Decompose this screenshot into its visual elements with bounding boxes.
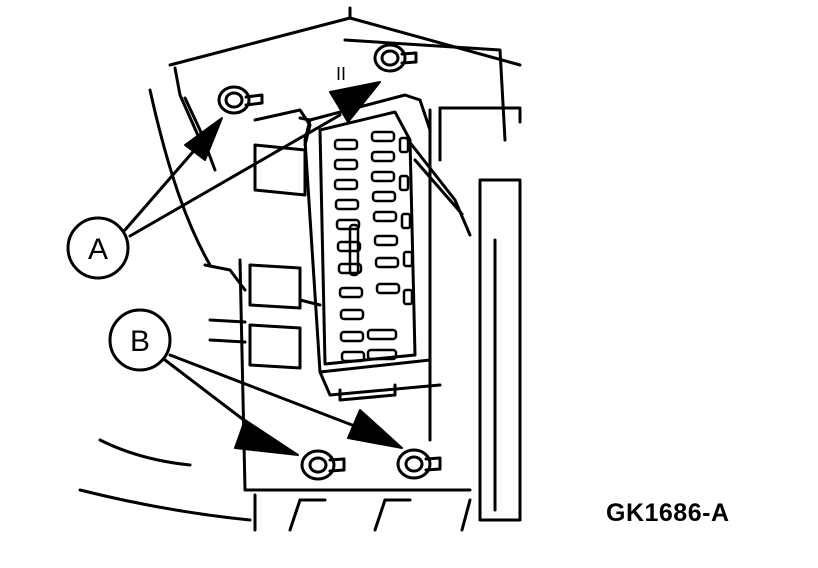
mounting-nut-upper-left (217, 85, 264, 115)
top-mark: II (336, 64, 346, 84)
arrowhead-a-1 (184, 117, 223, 161)
mounting-nut-lower-left (300, 449, 346, 481)
arrowhead-a-2 (329, 81, 381, 123)
callout-b: B (108, 308, 172, 372)
lower-bracket (78, 438, 472, 532)
arrowhead-b-2 (347, 409, 403, 449)
mounting-nut-upper-right (373, 43, 418, 73)
callout-b-label: B (130, 325, 150, 358)
leader-lines-a (123, 113, 342, 238)
callout-a-label: A (88, 233, 108, 266)
mounting-panel (148, 6, 522, 522)
mounting-nut-lower-right (396, 448, 442, 480)
fuse-slots (333, 130, 414, 363)
callout-a: A (66, 216, 130, 280)
figure-code: GK1686-A (606, 499, 730, 527)
top-mark-text: II (336, 64, 346, 84)
leader-lines-b (163, 353, 367, 442)
arrowhead-b-1 (234, 419, 299, 456)
